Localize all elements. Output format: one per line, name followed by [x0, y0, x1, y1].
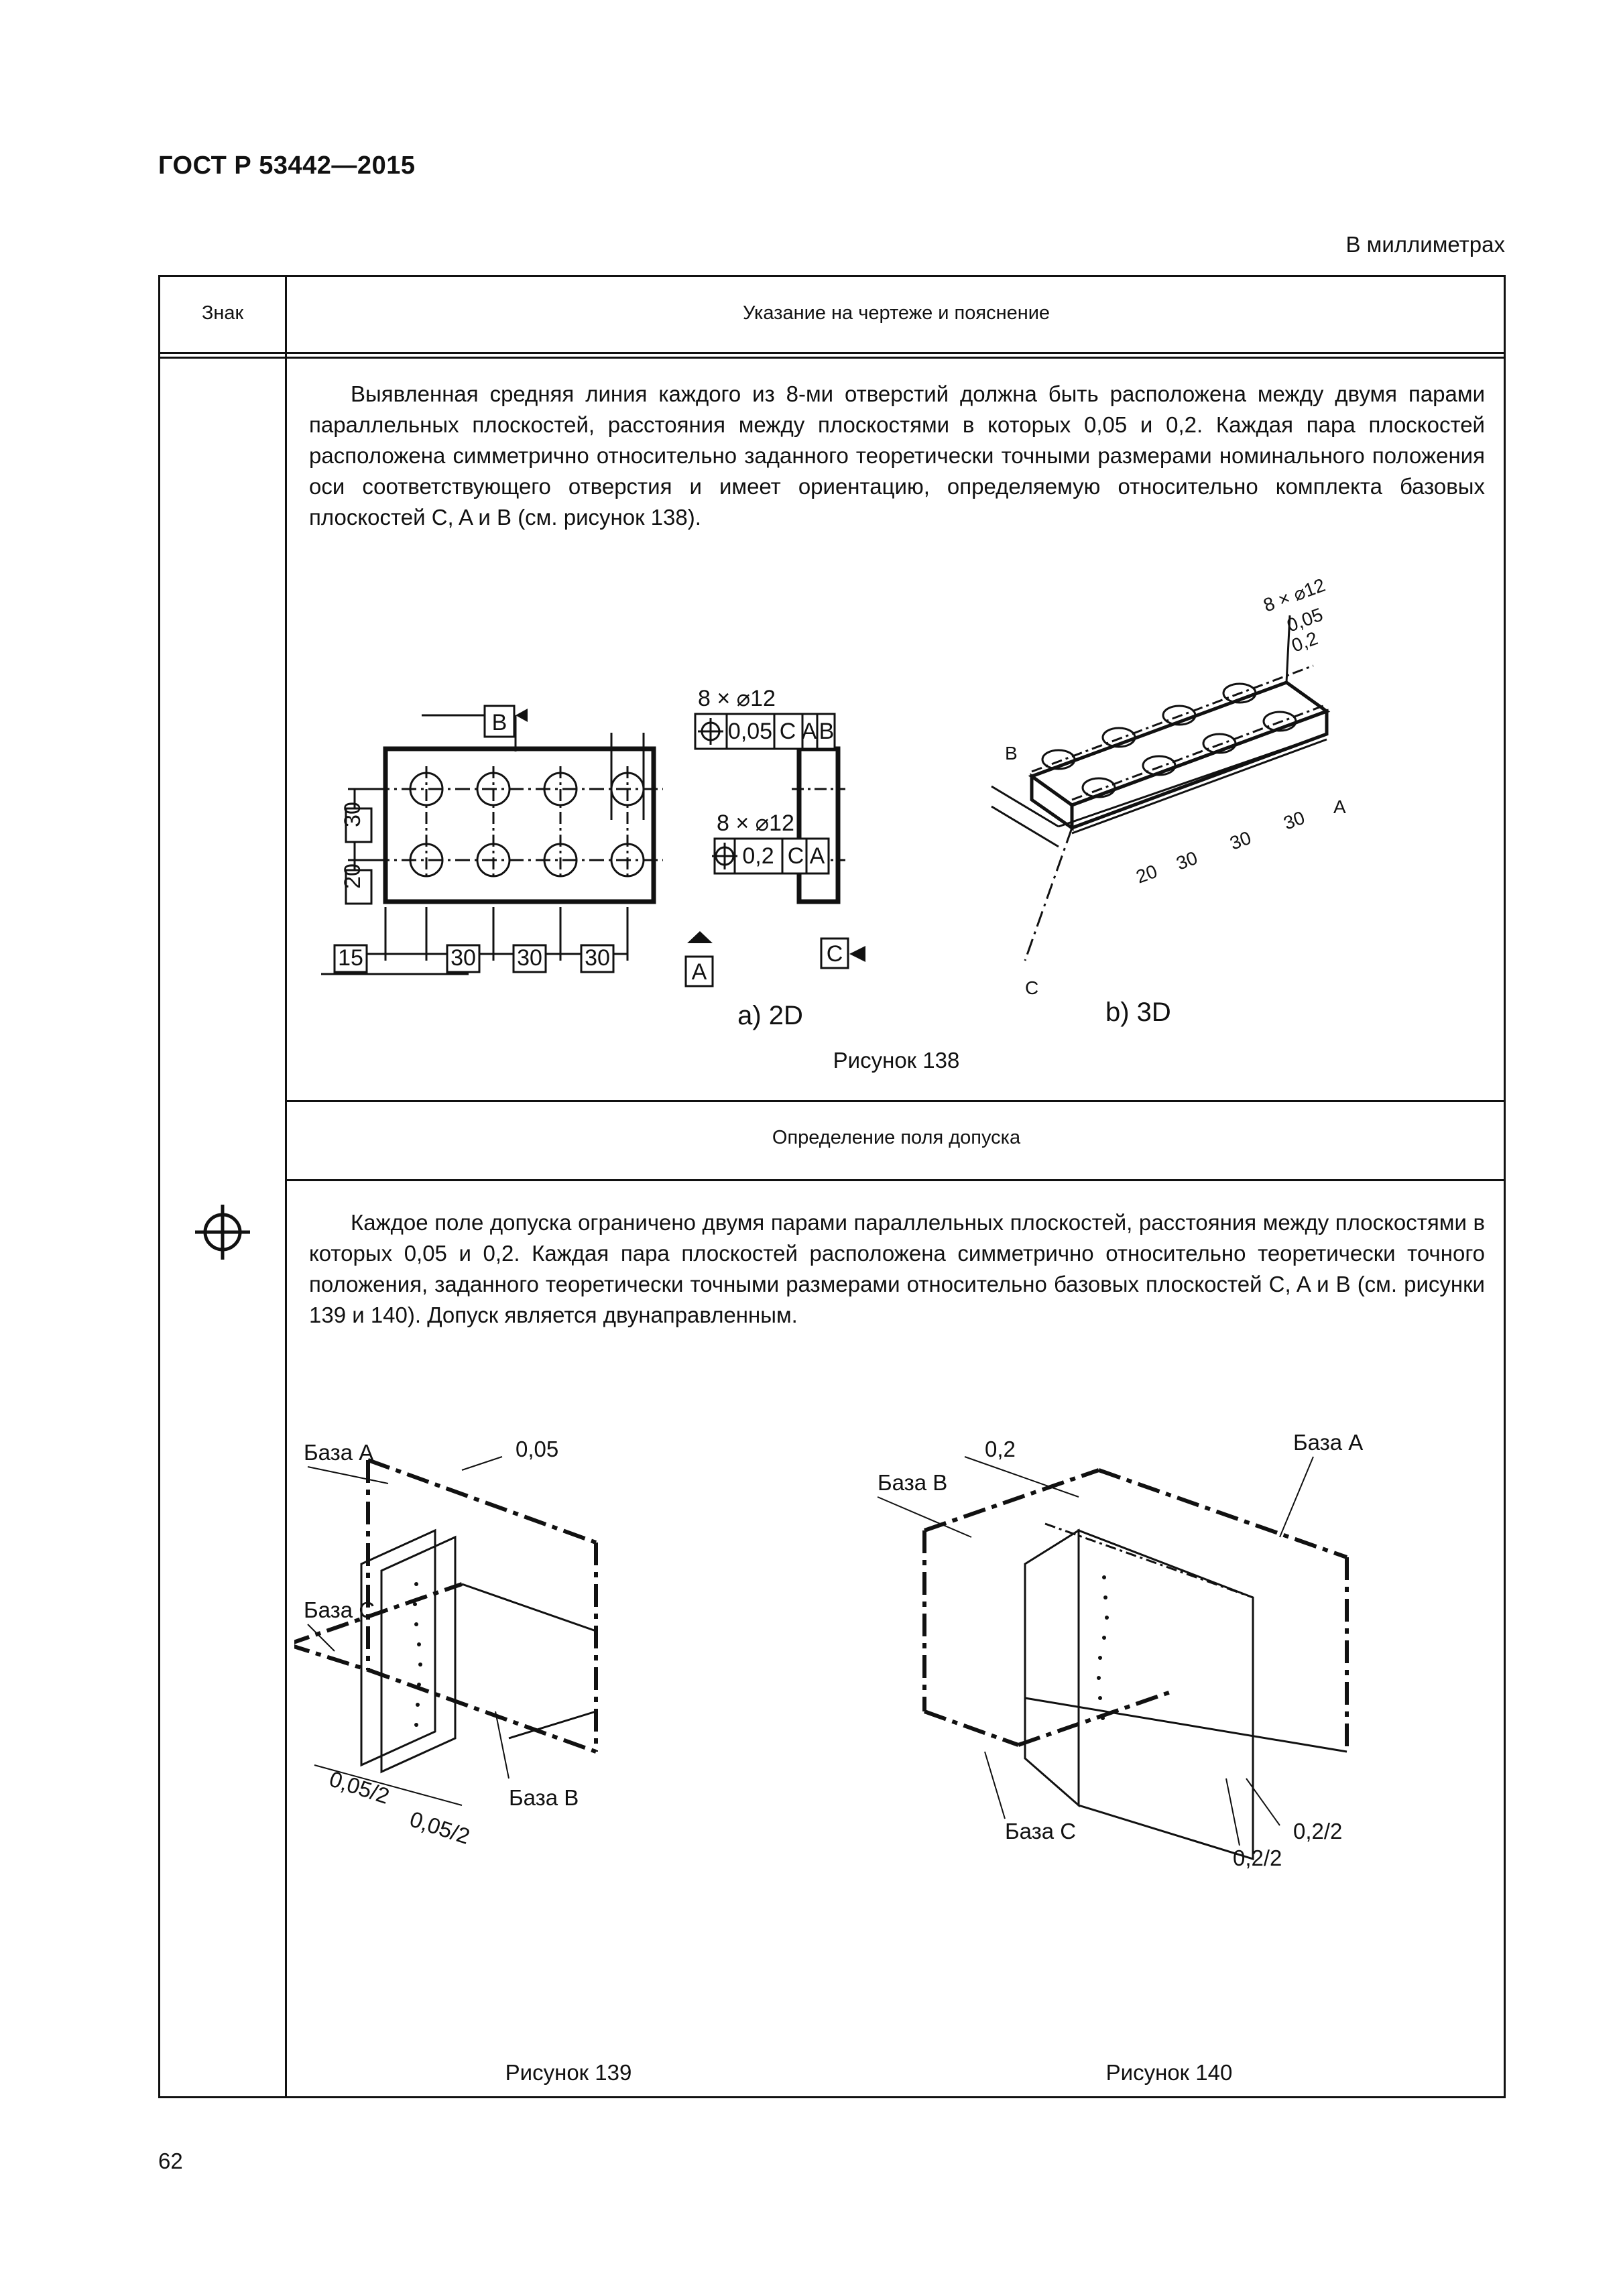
hole-note-1: 8 × ⌀12: [698, 686, 776, 711]
datum-c-letter: C: [827, 941, 843, 967]
dim-30-3d-b: 30: [1227, 827, 1254, 854]
tol-value-1: 0,05: [728, 719, 772, 744]
tol1-datum-c: C: [780, 719, 796, 744]
column-header-sign: Знак: [201, 302, 244, 324]
caption-138: Рисунок 138: [833, 1048, 960, 1073]
figure-139: База A База C База B 0,05 0,05/2 0,05/2: [294, 1437, 598, 1849]
tol1-datum-b: B: [819, 719, 835, 744]
tol-value-2: 0,2: [742, 843, 774, 869]
f140-half-2: 0,2/2: [1293, 1819, 1342, 1844]
f140-base-c: База C: [1005, 1819, 1076, 1844]
dim-30-3d-c: 30: [1280, 807, 1307, 834]
caption-139: Рисунок 139: [505, 2060, 632, 2085]
figure-140: База A База B База C 0,2 0,2/2 0,2/2: [877, 1430, 1363, 1870]
datum-a-3d: A: [1333, 796, 1346, 817]
paragraph-1: Выявленная средняя линия каждого из 8-ми…: [309, 381, 1485, 530]
column-header-description: Указание на чертеже и пояснение: [742, 302, 1050, 324]
f139-dim-005: 0,05: [516, 1437, 558, 1461]
position-symbol-icon: [195, 1205, 250, 1260]
datum-b-letter: B: [492, 710, 507, 735]
f139-half-2: 0,05/2: [407, 1806, 473, 1849]
f139-base-b: База B: [509, 1785, 579, 1810]
f140-dim-02: 0,2: [985, 1437, 1016, 1461]
page-number: 62: [158, 2149, 183, 2173]
figure-138-3d: 8 × ⌀12 0,05 0,2 20 30 30 30 A B C b) 3D: [991, 575, 1346, 1027]
tol2-datum-a: A: [810, 843, 825, 869]
hole-note-2: 8 × ⌀12: [717, 810, 794, 836]
section-title: Определение поля допуска: [772, 1127, 1021, 1148]
dim-20-vertical: 20: [340, 863, 365, 889]
tol1-datum-a: A: [802, 719, 817, 744]
datum-c-3d: C: [1025, 977, 1038, 998]
paragraph-2: Каждое поле допуска ограничено двумя пар…: [309, 1210, 1485, 1327]
f139-half-1: 0,05/2: [326, 1766, 393, 1809]
dim-20-3d: 20: [1133, 861, 1160, 888]
f140-half-1: 0,2/2: [1233, 1846, 1282, 1870]
datum-b-3d: B: [1005, 743, 1018, 764]
figure-138-2d: B A C 15 30 30 30 8 × ⌀12 8 × ⌀12 0,05 0…: [321, 686, 865, 1030]
dim-30-a: 30: [450, 945, 476, 971]
label-2d: a) 2D: [737, 1001, 803, 1030]
specification-table: Знак Указание на чертеже и пояснение Опр…: [158, 275, 1506, 2098]
tol2-datum-c: C: [788, 843, 804, 869]
dim-30-vertical: 30: [340, 802, 365, 827]
f140-base-b: База B: [878, 1470, 947, 1495]
dim-30-b: 30: [517, 945, 542, 971]
units-note: В миллиметрах: [1345, 232, 1505, 257]
datum-a-letter: A: [692, 959, 707, 985]
section-rule-top: [285, 1100, 1504, 1102]
header-rule: [160, 352, 1504, 354]
dim-30-3d-a: 30: [1173, 847, 1200, 874]
section-rule-bottom: [285, 1179, 1504, 1181]
standard-title: ГОСТ Р 53442—2015: [158, 152, 416, 180]
f139-base-c: База C: [304, 1597, 375, 1622]
dim-15: 15: [338, 945, 363, 971]
label-3d: b) 3D: [1105, 998, 1171, 1027]
header-rule-double: [160, 357, 1504, 359]
column-divider: [285, 277, 287, 2096]
caption-140: Рисунок 140: [1105, 2060, 1233, 2085]
f140-base-a: База A: [1293, 1430, 1363, 1455]
dim-30-c: 30: [585, 945, 610, 971]
f139-base-a: База A: [304, 1440, 373, 1465]
